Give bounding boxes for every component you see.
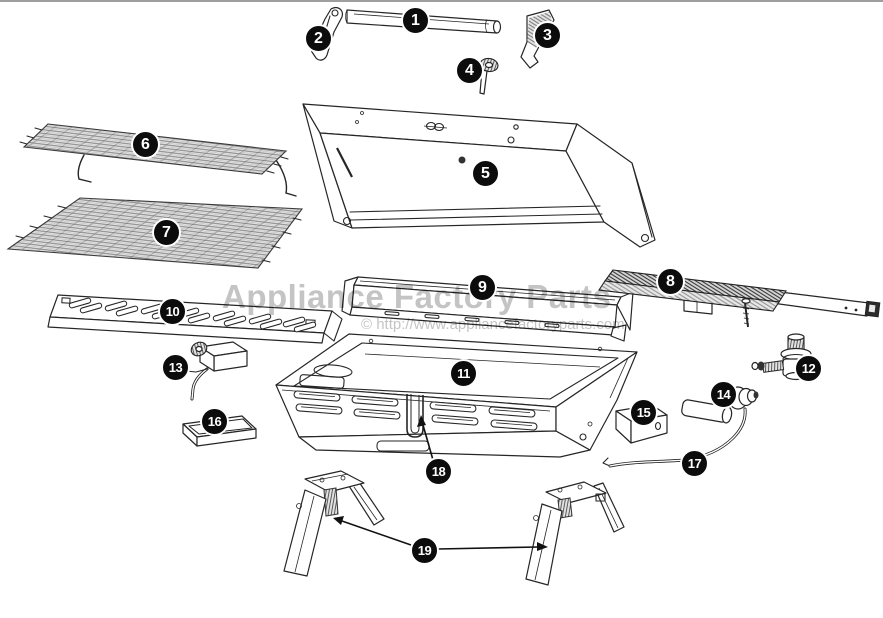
callout-handle-bracket-right: 3 (533, 21, 562, 50)
callout-handle-tube: 1 (401, 6, 430, 35)
callout-lid: 5 (471, 159, 500, 188)
callout-firebox: 11 (449, 359, 478, 388)
callout-igniter-box: 15 (629, 398, 658, 427)
watermark-title: Appliance Factory Parts (222, 278, 612, 315)
part-6-warming-rack-drawing (19, 123, 297, 197)
callout-legs: 19 (410, 536, 439, 565)
part-11-firebox-drawing (275, 333, 638, 458)
callout-igniter-wire: 17 (680, 449, 709, 478)
watermark-url: © http://www.appliancefactoryparts.com (361, 316, 625, 333)
igniter-electrode-loop (406, 394, 424, 438)
part-19-right-leg-drawing (525, 481, 625, 586)
part-8-burner-drawing (598, 269, 881, 328)
callout-valve: 13 (161, 353, 190, 382)
callout-cooking-grate: 7 (152, 218, 181, 247)
top-border-line (0, 0, 883, 2)
part-18-pointer-arrow (417, 415, 434, 461)
callout-regulator: 12 (794, 354, 823, 383)
callout-valve-assembly: 14 (709, 380, 738, 409)
part-13-valve-drawing (185, 341, 248, 401)
firebox-louvers (293, 390, 538, 431)
part-5-lid-drawing (302, 103, 656, 248)
callout-warming-rack: 6 (131, 130, 160, 159)
part-19-left-leg-drawing (283, 470, 385, 577)
part-19-pointer-arrows (333, 516, 548, 551)
callout-electrode: 18 (424, 457, 453, 486)
callout-temperature-gauge: 4 (455, 56, 484, 85)
callout-handle-bracket-left: 2 (304, 24, 333, 53)
callout-drip-tray: 16 (200, 407, 229, 436)
callout-rear-panel: 9 (468, 273, 497, 302)
callout-burner: 8 (656, 267, 685, 296)
part-17-igniter-wire-drawing (602, 407, 747, 468)
callout-heat-plate: 10 (158, 297, 187, 326)
